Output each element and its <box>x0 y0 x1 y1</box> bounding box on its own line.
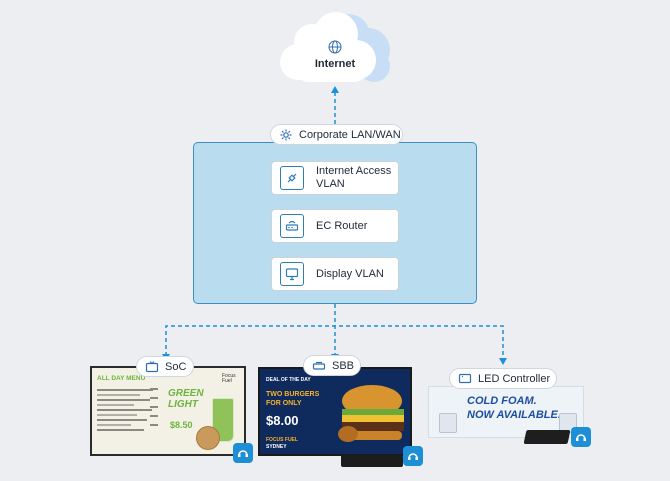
internet-access-label-line1: Internet Access <box>316 165 392 177</box>
soc-menu-board: ALL DAY MENU Focus Fuel GREEN LIGHT $8.5… <box>90 366 246 456</box>
burger-brand: FOCUS FUEL <box>266 437 298 443</box>
promo-line1: GREEN <box>168 388 204 399</box>
corporate-lan-pill[interactable]: Corporate LAN/WAN <box>270 124 403 145</box>
router-icon <box>280 214 304 238</box>
menu-items-left <box>97 386 159 434</box>
sbb-player-badge <box>403 446 423 466</box>
link-icon <box>280 166 304 190</box>
menu-brand: Focus Fuel <box>222 373 236 384</box>
monitor-settings-icon <box>280 262 304 286</box>
player-box-icon <box>312 361 326 370</box>
cookie <box>196 426 220 450</box>
promo-price: $8.50 <box>170 420 193 430</box>
soc-player-badge <box>233 443 253 463</box>
internet-label: Internet <box>314 58 356 70</box>
led-controller-pill[interactable]: LED Controller <box>449 368 557 389</box>
burger-city: SYDNEY <box>266 444 287 450</box>
soc-label: SoC <box>165 360 187 373</box>
arrow-up <box>331 86 339 93</box>
led-line2: NOW AVAILABLE. <box>467 409 561 421</box>
burger-headline1: TWO BURGERS <box>266 391 320 398</box>
arrow-led <box>499 358 507 365</box>
menu-prices <box>150 388 158 433</box>
led-controller-label: LED Controller <box>478 372 551 385</box>
display-vlan-label: Display VLAN <box>316 267 384 280</box>
led-player-badge <box>571 427 591 447</box>
globe-icon <box>328 40 342 54</box>
burger-price: $8.00 <box>266 413 299 428</box>
led-wall: COLD FOAM. NOW AVAILABLE. <box>428 386 584 438</box>
sbb-burger-screen: DEAL OF THE DAY TWO BURGERS FOR ONLY $8.… <box>258 367 412 456</box>
burger-tag: DEAL OF THE DAY <box>266 377 311 383</box>
branch-line <box>165 325 504 360</box>
soc-pill[interactable]: SoC <box>136 356 194 377</box>
led-line1: COLD FOAM. <box>467 395 537 407</box>
led-controller-box <box>523 430 571 444</box>
display-vlan-row[interactable]: Display VLAN <box>271 257 399 291</box>
cloud-shape <box>280 12 390 82</box>
gear-icon <box>280 129 292 140</box>
promo-line2: LIGHT <box>168 399 198 410</box>
burger-headline2: FOR ONLY <box>266 400 302 407</box>
tv-icon <box>145 360 159 372</box>
internet-access-vlan-row[interactable]: Internet Access VLAN <box>271 161 399 195</box>
internet-access-label-line2: VLAN <box>316 178 345 190</box>
sbb-pill[interactable]: SBB <box>303 355 361 376</box>
sbb-label: SBB <box>332 359 355 372</box>
burger-image <box>338 385 404 442</box>
led-cup-left <box>439 413 457 433</box>
ec-router-row[interactable]: EC Router <box>271 209 399 243</box>
sbb-player-box <box>341 455 403 467</box>
corporate-lan-label: Corporate LAN/WAN <box>299 128 401 141</box>
ec-router-label: EC Router <box>316 219 368 232</box>
menu-title: ALL DAY MENU <box>97 375 146 382</box>
display-icon <box>458 373 472 383</box>
